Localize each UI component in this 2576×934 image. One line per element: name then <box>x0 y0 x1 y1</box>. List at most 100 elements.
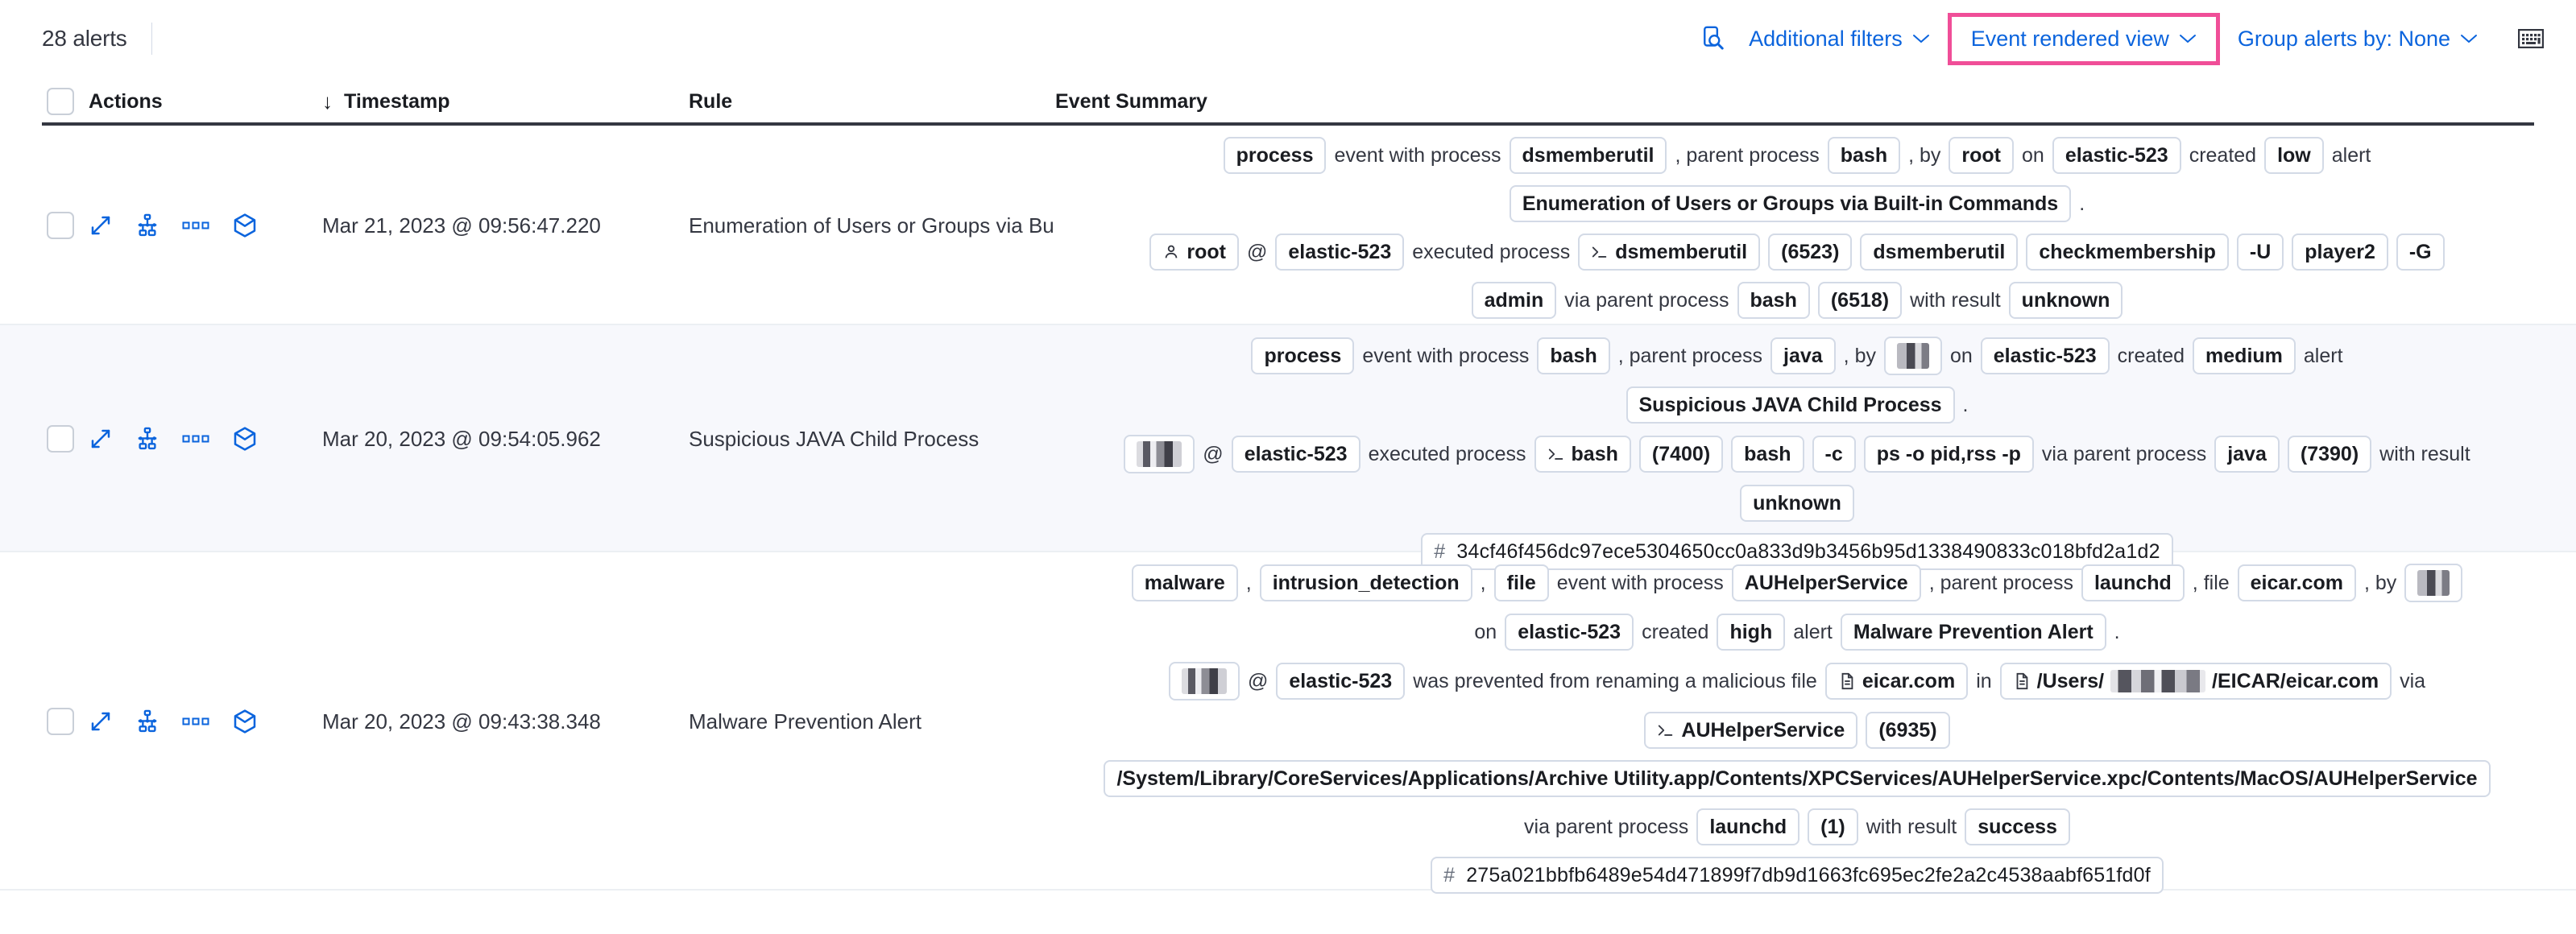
session-view-cube-icon[interactable] <box>232 426 258 452</box>
summary-chip[interactable]: AUHelperService <box>1644 712 1858 749</box>
summary-chip[interactable]: elastic-523 <box>2052 137 2181 174</box>
analyzer-graph-icon[interactable] <box>135 709 159 734</box>
summary-chip[interactable]: file <box>1493 564 1549 601</box>
summary-chip[interactable]: -c <box>1812 436 1856 473</box>
summary-chip[interactable]: (7400) <box>1638 436 1724 473</box>
summary-chip[interactable]: /System/Library/CoreServices/Application… <box>1104 760 2491 797</box>
summary-chip[interactable]: (6523) <box>1768 234 1853 271</box>
analyzer-graph-icon[interactable] <box>135 427 159 451</box>
summary-chip[interactable]: eicar.com <box>1824 663 1969 700</box>
hash-value: 34cf46f456dc97ece5304650cc0a833d9b3456b9… <box>1456 540 2160 563</box>
chip-label: bash <box>1571 443 1618 465</box>
summary-chip[interactable] <box>1168 662 1240 700</box>
summary-chip[interactable]: Suspicious JAVA Child Process <box>1626 386 1955 424</box>
summary-line: Suspicious JAVA Child Process. <box>1055 386 2539 424</box>
event-hash-chip[interactable]: #275a021bbfb6489e54d471899f7db9d1663fc69… <box>1431 857 2164 894</box>
keyboard-icon[interactable] <box>2518 29 2544 48</box>
summary-chip[interactable]: /Users//EICAR/eicar.com <box>1999 663 2392 700</box>
summary-chip[interactable]: bash <box>1537 337 1610 374</box>
summary-chip[interactable]: process <box>1251 337 1355 374</box>
summary-chip[interactable]: -U <box>2236 234 2284 271</box>
summary-chip[interactable]: AUHelperService <box>1731 564 1921 601</box>
column-header-timestamp[interactable]: ↓ Timestamp <box>322 89 689 114</box>
summary-chip[interactable]: root <box>1949 137 2014 174</box>
chip-label: dsmemberutil <box>1522 144 1655 167</box>
expand-icon[interactable] <box>89 709 113 734</box>
analyzer-graph-icon[interactable] <box>135 213 159 238</box>
summary-chip[interactable]: low <box>2264 137 2324 174</box>
additional-filters-button[interactable]: Additional filters <box>1736 20 1943 58</box>
inspect-search-icon[interactable] <box>1694 18 1736 60</box>
summary-chip[interactable] <box>1124 435 1195 473</box>
summary-chip[interactable]: (7390) <box>2287 436 2372 473</box>
row-rule[interactable]: Suspicious JAVA Child Process <box>689 325 1055 552</box>
summary-chip[interactable]: success <box>1965 808 2070 845</box>
column-header-rule[interactable]: Rule <box>689 89 733 113</box>
summary-chip[interactable]: ps -o pid,rss -p <box>1863 436 2034 473</box>
summary-chip[interactable]: bash <box>1827 137 1901 174</box>
summary-chip[interactable]: checkmembership <box>2026 234 2229 271</box>
summary-chip[interactable]: Malware Prevention Alert <box>1840 614 2106 651</box>
expand-icon[interactable] <box>89 213 113 238</box>
summary-chip[interactable]: malware <box>1131 564 1238 601</box>
more-actions-icon[interactable] <box>182 433 209 444</box>
summary-chip[interactable]: player2 <box>2292 234 2388 271</box>
summary-chip[interactable]: medium <box>2193 337 2296 374</box>
summary-chip[interactable]: bash <box>1534 436 1631 473</box>
summary-chip[interactable]: (6518) <box>1817 282 1903 319</box>
row-rule[interactable]: Enumeration of Users or Groups via Bui <box>689 126 1055 325</box>
summary-text: via parent process <box>1524 816 1689 838</box>
summary-chip[interactable]: process <box>1223 137 1327 174</box>
session-view-cube-icon[interactable] <box>232 213 258 238</box>
summary-chip[interactable]: eicar.com <box>2237 564 2357 601</box>
summary-chip[interactable]: elastic-523 <box>1276 663 1406 700</box>
summary-chip[interactable]: bash <box>1731 436 1804 473</box>
select-all-checkbox[interactable] <box>47 88 74 115</box>
summary-chip[interactable]: intrusion_detection <box>1259 564 1472 601</box>
summary-chip[interactable]: high <box>1717 614 1786 651</box>
event-rendered-view-select[interactable]: Event rendered view <box>1961 25 2206 53</box>
row-select-checkbox[interactable] <box>47 212 74 239</box>
chip-label: (6523) <box>1781 241 1840 263</box>
summary-chip[interactable]: java <box>2214 436 2280 473</box>
summary-chip[interactable]: launchd <box>2081 564 2185 601</box>
summary-chip[interactable]: java <box>1770 337 1836 374</box>
summary-chip[interactable]: (1) <box>1808 808 1858 845</box>
summary-chip[interactable]: elastic-523 <box>1275 234 1405 271</box>
row-select-checkbox[interactable] <box>47 425 74 453</box>
summary-chip[interactable]: bash <box>1737 282 1810 319</box>
summary-chip[interactable]: dsmemberutil <box>1860 234 2019 271</box>
summary-chip[interactable]: root <box>1149 234 1239 271</box>
session-view-cube-icon[interactable] <box>232 709 258 734</box>
summary-chip[interactable]: (6935) <box>1866 712 1950 749</box>
summary-chip[interactable]: -G <box>2396 234 2445 271</box>
summary-chip[interactable]: elastic-523 <box>1980 337 2110 374</box>
event-hash-chip[interactable]: #34cf46f456dc97ece5304650cc0a833d9b3456b… <box>1421 533 2173 570</box>
summary-chip[interactable]: elastic-523 <box>1505 614 1634 651</box>
summary-chip[interactable] <box>1883 337 1942 375</box>
chip-label: file <box>1506 572 1536 594</box>
summary-chip[interactable]: dsmemberutil <box>1578 234 1761 271</box>
summary-chip[interactable]: dsmemberutil <box>1509 137 1667 174</box>
summary-chip[interactable]: launchd <box>1696 808 1800 845</box>
hash-symbol-icon: # <box>1434 540 1446 563</box>
summary-chip[interactable]: admin <box>1471 282 1557 319</box>
summary-chip[interactable] <box>2404 564 2463 602</box>
expand-icon[interactable] <box>89 427 113 451</box>
additional-filters-label: Additional filters <box>1749 26 1903 51</box>
chip-label-suffix: /EICAR/eicar.com <box>2212 670 2379 692</box>
more-actions-icon[interactable] <box>182 220 209 231</box>
row-select-checkbox[interactable] <box>47 708 74 735</box>
group-alerts-by-select[interactable]: Group alerts by: None <box>2225 20 2491 58</box>
column-header-event-summary[interactable]: Event Summary <box>1055 89 1207 113</box>
row-rule[interactable]: Malware Prevention Alert <box>689 552 1055 891</box>
summary-chip[interactable]: unknown <box>1740 485 1854 522</box>
more-actions-icon[interactable] <box>182 716 209 727</box>
summary-chip[interactable]: Enumeration of Users or Groups via Built… <box>1509 185 2072 222</box>
summary-chip[interactable]: elastic-523 <box>1231 436 1360 473</box>
summary-chip[interactable]: unknown <box>2008 282 2123 319</box>
